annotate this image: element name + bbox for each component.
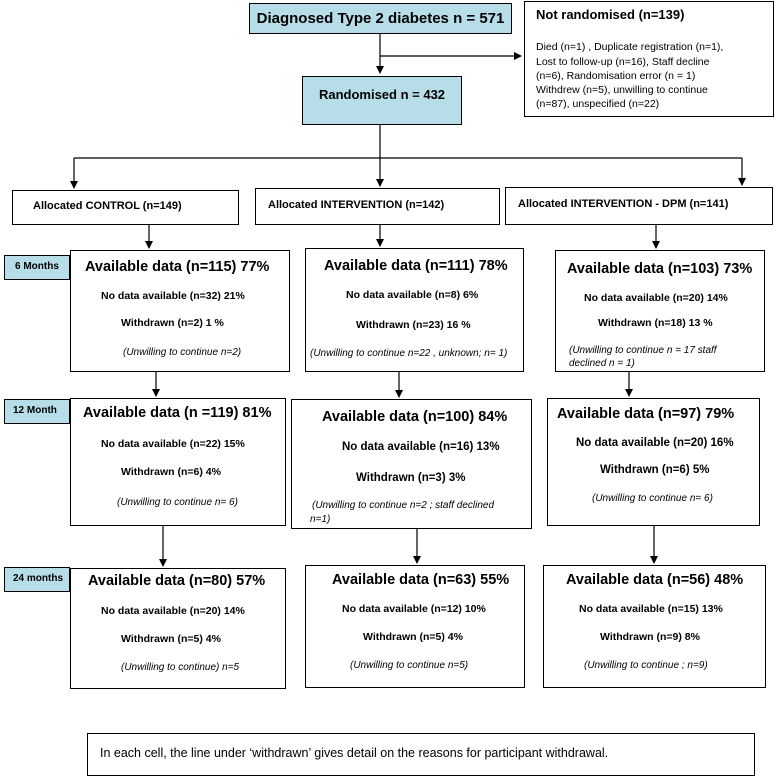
- timepoint-24-months: 24 months: [4, 567, 70, 592]
- withdrawn: Withdrawn (n=3) 3%: [356, 472, 466, 484]
- available-data: Available data (n=115) 77%: [85, 259, 270, 275]
- available-data: Available data (n=103) 73%: [567, 261, 753, 277]
- arm-intervention-box: Allocated INTERVENTION (n=142): [255, 188, 500, 225]
- withdrawal-reasons: (Unwilling to continue n= 6): [592, 493, 713, 504]
- arm-control-box: Allocated CONTROL (n=149): [12, 190, 239, 225]
- cell-6m-intervention: Available data (n=111) 78% No data avail…: [305, 248, 524, 372]
- no-data-available: No data available (n=20) 16%: [576, 437, 734, 449]
- withdrawal-reasons: (Unwilling to continue n=5): [350, 660, 469, 671]
- withdrawn: Withdrawn (n=2) 1 %: [121, 317, 224, 329]
- withdrawn: Withdrawn (n=6) 5%: [600, 464, 710, 476]
- withdrawn: Withdrawn (n=5) 4%: [121, 633, 221, 645]
- timepoint-12-month: 12 Month: [4, 399, 70, 424]
- arm-intervention-label: Allocated INTERVENTION (n=142): [268, 199, 445, 211]
- available-data: Available data (n=80) 57%: [88, 573, 266, 589]
- withdrawal-reasons: (Unwilling to continue n=2): [123, 347, 242, 358]
- no-data-available: No data available (n=20) 14%: [584, 292, 728, 304]
- withdrawn: Withdrawn (n=6) 4%: [121, 466, 221, 478]
- available-data: Available data (n=111) 78%: [324, 258, 508, 274]
- cell-12m-intervention: Available data (n=100) 84% No data avail…: [291, 399, 532, 529]
- cell-24m-intervention: Available data (n=63) 55% No data availa…: [305, 565, 525, 688]
- timepoint-24-months-label: 24 months: [13, 573, 64, 584]
- withdrawn: Withdrawn (n=18) 13 %: [598, 317, 713, 329]
- not-randomised-line: (n=6), Randomisation error (n = 1): [536, 70, 696, 82]
- not-randomised-box: Not randomised (n=139) Died (n=1) , Dupl…: [524, 1, 774, 117]
- footnote-box: In each cell, the line under ‘withdrawn’…: [87, 733, 755, 776]
- no-data-available: No data available (n=16) 13%: [342, 441, 500, 453]
- withdrawal-reasons: declined n = 1): [569, 358, 635, 369]
- arm-dpm-box: Allocated INTERVENTION - DPM (n=141): [505, 187, 773, 225]
- cell-24m-control: Available data (n=80) 57% No data availa…: [70, 568, 286, 689]
- not-randomised-line: Lost to follow-up (n=16), Staff decline: [536, 56, 710, 68]
- diagnosed-label: Diagnosed Type 2 diabetes n = 571: [256, 10, 505, 27]
- available-data: Available data (n=100) 84%: [322, 409, 508, 425]
- cell-6m-dpm: Available data (n=103) 73% No data avail…: [555, 250, 765, 372]
- withdrawal-reasons: (Unwilling to continue n= 6): [117, 497, 238, 508]
- cell-12m-dpm: Available data (n=97) 79% No data availa…: [547, 398, 760, 526]
- available-data: Available data (n =119) 81%: [83, 405, 272, 421]
- available-data: Available data (n=97) 79%: [557, 406, 735, 422]
- diagnosed-box: Diagnosed Type 2 diabetes n = 571: [249, 3, 512, 34]
- cell-12m-control: Available data (n =119) 81% No data avai…: [70, 398, 286, 526]
- timepoint-12-month-label: 12 Month: [13, 405, 57, 416]
- no-data-available: No data available (n=32) 21%: [101, 290, 245, 302]
- arm-control-label: Allocated CONTROL (n=149): [33, 200, 182, 212]
- no-data-available: No data available (n=8) 6%: [346, 289, 479, 301]
- withdrawal-reasons: (Unwilling to continue n = 17 staff: [569, 345, 717, 356]
- cell-6m-control: Available data (n=115) 77% No data avail…: [70, 250, 290, 372]
- withdrawal-reasons: (Unwilling to continue) n=5: [121, 662, 240, 673]
- not-randomised-line: Withdrew (n=5), unwilling to continue: [536, 84, 708, 96]
- footnote-text: In each cell, the line under ‘withdrawn’…: [100, 746, 609, 760]
- available-data: Available data (n=56) 48%: [566, 572, 744, 588]
- withdrawal-reasons: (Unwilling to continue ; n=9): [584, 660, 708, 671]
- timepoint-6-months-label: 6 Months: [15, 261, 59, 272]
- no-data-available: No data available (n=20) 14%: [101, 605, 245, 617]
- not-randomised-line: Died (n=1) , Duplicate registration (n=1…: [536, 41, 724, 53]
- withdrawal-reasons: (Unwilling to continue n=2 ; staff decli…: [312, 500, 495, 511]
- not-randomised-title: Not randomised (n=139): [536, 7, 685, 22]
- no-data-available: No data available (n=12) 10%: [342, 603, 486, 615]
- withdrawn: Withdrawn (n=23) 16 %: [356, 319, 471, 331]
- available-data: Available data (n=63) 55%: [332, 572, 510, 588]
- withdrawn: Withdrawn (n=9) 8%: [600, 631, 700, 643]
- arm-dpm-label: Allocated INTERVENTION - DPM (n=141): [518, 198, 729, 210]
- no-data-available: No data available (n=15) 13%: [579, 603, 723, 615]
- withdrawal-reasons: n=1): [310, 514, 331, 525]
- withdrawal-reasons: (Unwilling to continue n=22 , unknown; n…: [310, 348, 508, 359]
- timepoint-6-months: 6 Months: [4, 255, 70, 280]
- withdrawn: Withdrawn (n=5) 4%: [363, 631, 463, 643]
- no-data-available: No data available (n=22) 15%: [101, 438, 245, 450]
- not-randomised-line: (n=87), unspecified (n=22): [536, 98, 660, 110]
- randomised-box: Randomised n = 432: [302, 76, 462, 125]
- cell-24m-dpm: Available data (n=56) 48% No data availa…: [543, 565, 766, 688]
- randomised-label: Randomised n = 432: [318, 87, 446, 102]
